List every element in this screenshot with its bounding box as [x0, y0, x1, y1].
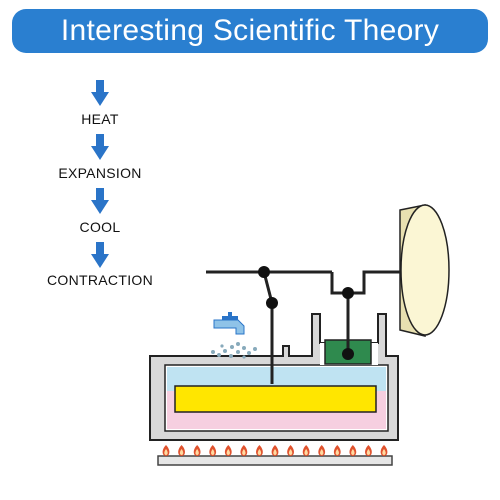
flame-core — [351, 449, 355, 455]
flame-core — [257, 449, 262, 455]
title-banner: Interesting Scientific Theory — [12, 9, 488, 53]
flame-core — [226, 449, 230, 455]
joint — [258, 266, 270, 278]
burner — [157, 455, 393, 466]
page-title: Interesting Scientific Theory — [60, 14, 440, 47]
water-tap-icon — [211, 312, 257, 359]
flame-row — [162, 445, 388, 456]
crankshaft-right — [330, 270, 405, 295]
flame-core — [288, 449, 293, 455]
flame-core — [320, 449, 324, 455]
down-arrow-icon — [91, 134, 109, 160]
flame-core — [211, 449, 215, 455]
flame-core — [242, 449, 246, 455]
flame-core — [382, 449, 386, 455]
flame-core — [273, 449, 277, 455]
flame-core — [195, 449, 199, 455]
flame-core — [164, 449, 168, 455]
joint — [342, 348, 354, 360]
down-arrow-icon — [91, 242, 109, 268]
flywheel-icon — [399, 204, 450, 337]
cycle-flow: HEAT EXPANSION COOL CONTRACTION — [0, 0, 200, 300]
joint — [342, 287, 354, 299]
flame-core — [366, 449, 371, 455]
flame-core — [304, 449, 308, 455]
engine-tank — [149, 313, 399, 441]
heater-block — [174, 385, 377, 413]
step-cool: COOL — [79, 219, 121, 235]
flame-core — [335, 449, 339, 455]
down-arrow-icon — [91, 188, 109, 214]
flame-core — [179, 449, 184, 455]
down-arrow-icon — [91, 80, 109, 106]
joint — [266, 297, 278, 309]
step-contraction: CONTRACTION — [47, 272, 153, 288]
step-expansion: EXPANSION — [58, 165, 142, 181]
step-heat: HEAT — [81, 111, 119, 127]
